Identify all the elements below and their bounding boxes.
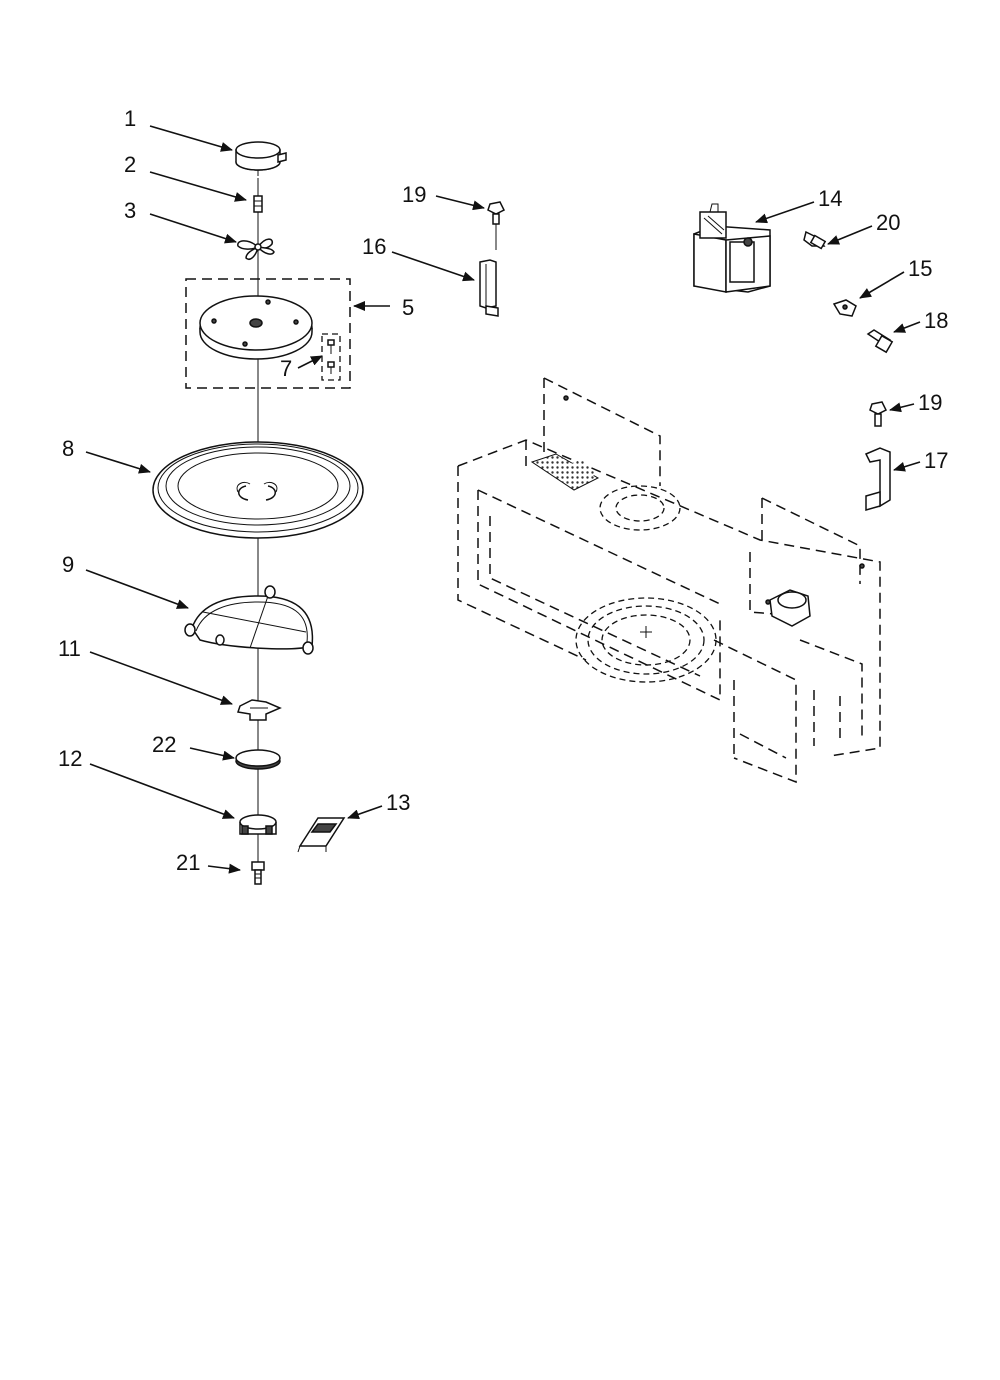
side-bracket-part xyxy=(864,447,891,511)
waveguide-cover-part xyxy=(199,295,313,360)
callout-21: 21 xyxy=(176,850,200,875)
motor-shaft-coupler-part xyxy=(253,195,263,222)
roller-ring-part xyxy=(184,585,314,655)
callout-3: 3 xyxy=(124,198,136,223)
mounting-screw-part-top xyxy=(487,201,506,250)
callout-14: 14 xyxy=(818,186,842,211)
bracket-clip-part xyxy=(297,817,346,853)
callout-9: 9 xyxy=(62,552,74,577)
callout-2: 2 xyxy=(124,152,136,177)
tray-support-part xyxy=(237,699,282,721)
clip-part xyxy=(832,299,857,317)
callout-11: 11 xyxy=(58,636,81,661)
glass-tray-part xyxy=(152,441,364,539)
callout-16: 16 xyxy=(362,234,386,259)
kit-box-5 xyxy=(185,278,351,389)
bolt-part xyxy=(866,329,894,354)
transformer-screw-part xyxy=(803,230,827,250)
callout-1: 1 xyxy=(124,106,136,131)
callout-12: 12 xyxy=(58,746,82,771)
stirrer-fan-part xyxy=(237,238,275,260)
washer-part xyxy=(235,749,281,770)
turntable-motor-part xyxy=(235,141,287,176)
callout-20: 20 xyxy=(876,210,900,235)
callout-8: 8 xyxy=(62,436,74,461)
transformer-part xyxy=(693,203,771,293)
callout-13: 13 xyxy=(386,790,410,815)
vertical-bracket-part xyxy=(479,259,499,317)
drive-hub-part xyxy=(239,814,277,835)
leader-lines xyxy=(85,125,921,874)
callout-18: 18 xyxy=(924,308,948,333)
callout-15: 15 xyxy=(908,256,932,281)
callout-labels: 1 2 3 5 7 8 9 11 22 12 13 21 19 16 14 20… xyxy=(58,106,948,875)
callout-19-right: 19 xyxy=(918,390,942,415)
screw-part xyxy=(251,861,265,885)
callout-17: 17 xyxy=(924,448,948,473)
cavity-outline xyxy=(457,377,881,784)
callout-7: 7 xyxy=(280,356,292,381)
callout-5: 5 xyxy=(402,295,414,320)
callout-22: 22 xyxy=(152,732,176,757)
callout-19-top: 19 xyxy=(402,182,426,207)
mounting-screw-part-right xyxy=(869,401,888,427)
screw-kit-part xyxy=(327,339,335,374)
